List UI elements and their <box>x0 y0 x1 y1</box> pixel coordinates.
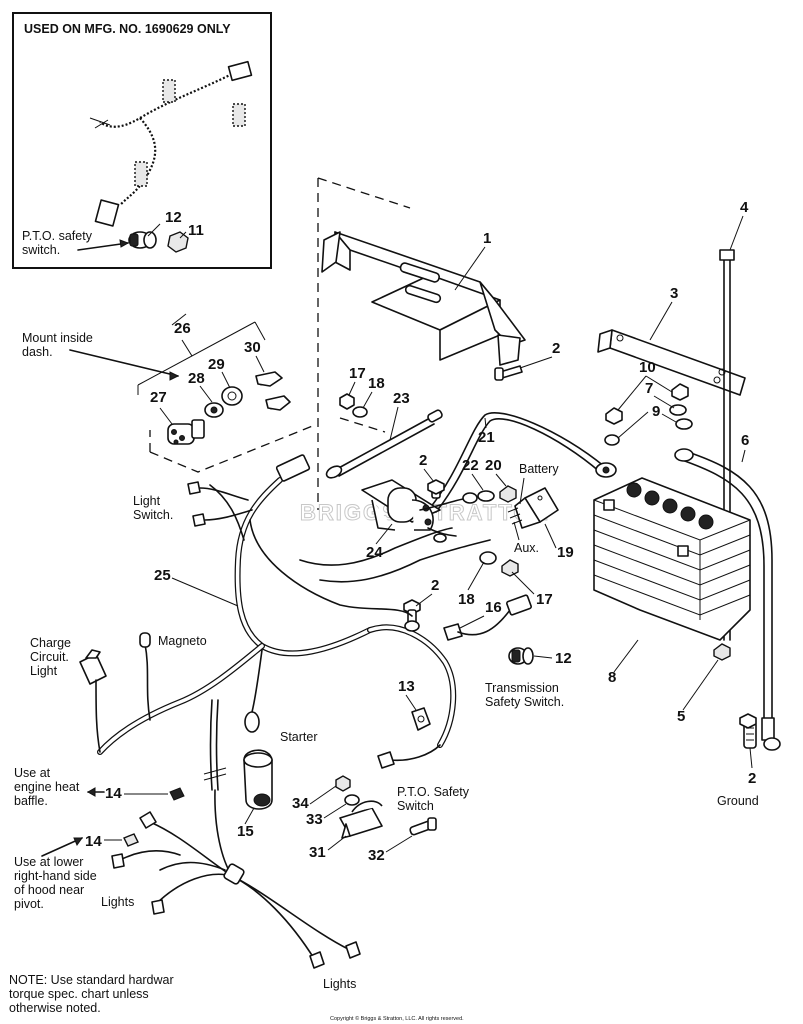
washer-18-lower <box>479 551 497 565</box>
note-line1: NOTE: Use standard hardwar <box>9 973 174 987</box>
label-baffle-line3: baffle. <box>14 794 48 808</box>
label-transmission-line1: Transmission <box>485 681 559 695</box>
callout-25: 25 <box>154 567 171 584</box>
label-pto-line2: Switch <box>397 799 434 813</box>
label-charge-line3: Light <box>30 664 58 678</box>
note-line3: otherwise noted. <box>9 1001 101 1015</box>
copyright: Copyright © Briggs & Stratton, LLC. All … <box>330 1015 464 1022</box>
dash-bracket <box>317 177 526 510</box>
callout-2-solenoid: 2 <box>419 452 427 469</box>
label-lights-bottom: Lights <box>323 977 356 991</box>
callout-17-lower: 17 <box>536 591 553 608</box>
screw-2-solenoid <box>427 479 445 499</box>
callout-2-harness: 2 <box>431 577 439 594</box>
nut-17-upper <box>339 393 355 410</box>
inset-nut <box>167 231 189 253</box>
callout-30: 30 <box>244 339 261 356</box>
callout-4: 4 <box>740 199 749 216</box>
label-battery: Battery <box>519 462 559 476</box>
relay-19 <box>507 487 559 529</box>
callout-16: 16 <box>485 599 502 616</box>
battery-cable <box>429 412 617 513</box>
pto-safety-switch <box>335 775 437 839</box>
label-light-switch-line1: Light <box>133 494 161 508</box>
nut-17-lower <box>501 559 519 577</box>
callout-12-inset: 12 <box>165 209 182 226</box>
callout-23: 23 <box>393 390 410 407</box>
label-baffle-line2: engine heat <box>14 780 80 794</box>
label-hood-line1: Use at lower <box>14 855 83 869</box>
callout-18-upper: 18 <box>368 375 385 392</box>
callout-15: 15 <box>237 823 254 840</box>
callout-2-ground: 2 <box>748 770 756 787</box>
label-hood-line2: right-hand side <box>14 869 97 883</box>
label-charge-line1: Charge <box>30 636 71 650</box>
wiring-harness <box>79 454 491 969</box>
callout-26: 26 <box>174 320 191 337</box>
callout-20: 20 <box>485 457 502 474</box>
starter-boot <box>243 749 273 810</box>
washer-22 <box>477 490 495 502</box>
callout-33: 33 <box>306 811 323 828</box>
inset-panel: USED ON MFG. NO. 1690629 ONLY 12 11 P.T.… <box>12 12 272 269</box>
label-starter: Starter <box>280 730 318 744</box>
battery <box>593 477 751 661</box>
pto-safety-switch-inset <box>128 231 157 249</box>
ignition-switch-group <box>137 321 316 473</box>
label-baffle-line1: Use at <box>14 766 51 780</box>
label-hood-line4: pivot. <box>14 897 44 911</box>
callout-27: 27 <box>150 389 167 406</box>
transmission-safety-switch <box>508 647 534 665</box>
connector-16 <box>443 594 532 641</box>
callout-29: 29 <box>208 356 225 373</box>
callout-2-bracket: 2 <box>552 340 560 357</box>
callout-13: 13 <box>398 678 415 695</box>
callout-6: 6 <box>741 432 749 449</box>
screw-2-bracket <box>494 365 523 381</box>
ground-cable <box>674 448 781 751</box>
label-hood-line3: of hood near <box>14 883 84 897</box>
callout-12-transmission: 12 <box>555 650 572 667</box>
callout-5: 5 <box>677 708 685 725</box>
label-pto-line1: P.T.O. Safety <box>397 785 470 799</box>
callout-9: 9 <box>652 403 660 420</box>
callout-1: 1 <box>483 230 491 247</box>
label-aux: Aux. <box>514 541 539 555</box>
callout-14-baffle: 14 <box>105 785 122 802</box>
starter-cable <box>325 409 443 479</box>
label-mount-dash-line2: dash. <box>22 345 53 359</box>
solenoid <box>361 479 478 543</box>
callout-21: 21 <box>478 429 495 446</box>
callout-24: 24 <box>366 544 383 561</box>
callout-31: 31 <box>309 844 326 861</box>
label-charge-line2: Circuit. <box>30 650 69 664</box>
baffle-pads <box>123 787 185 847</box>
note-line2: torque spec. chart unless <box>9 987 149 1001</box>
inset-pto-label-line1: P.T.O. safety <box>22 229 93 243</box>
callout-11: 11 <box>188 222 204 239</box>
callout-7: 7 <box>645 380 653 397</box>
callout-28: 28 <box>188 370 205 387</box>
nut-20 <box>499 485 517 503</box>
callout-8: 8 <box>608 669 616 686</box>
callout-32: 32 <box>368 847 385 864</box>
label-ground: Ground <box>717 794 759 808</box>
label-light-switch-line2: Switch. <box>133 508 173 522</box>
label-lights-left: Lights <box>101 895 134 909</box>
callout-14-hood: 14 <box>85 833 102 850</box>
callout-19: 19 <box>557 544 574 561</box>
label-mount-dash-line1: Mount inside <box>22 331 93 345</box>
callout-3: 3 <box>670 285 678 302</box>
inset-pto-label-line2: switch. <box>22 243 60 257</box>
callout-17-upper: 17 <box>349 365 366 382</box>
callout-10: 10 <box>639 359 656 376</box>
label-transmission-line2: Safety Switch. <box>485 695 564 709</box>
label-magneto: Magneto <box>158 634 207 648</box>
callout-18-lower: 18 <box>458 591 475 608</box>
washer-18-upper <box>352 406 368 418</box>
callout-22: 22 <box>462 457 479 474</box>
callout-34: 34 <box>292 795 309 812</box>
inset-title: USED ON MFG. NO. 1690629 ONLY <box>24 22 231 36</box>
